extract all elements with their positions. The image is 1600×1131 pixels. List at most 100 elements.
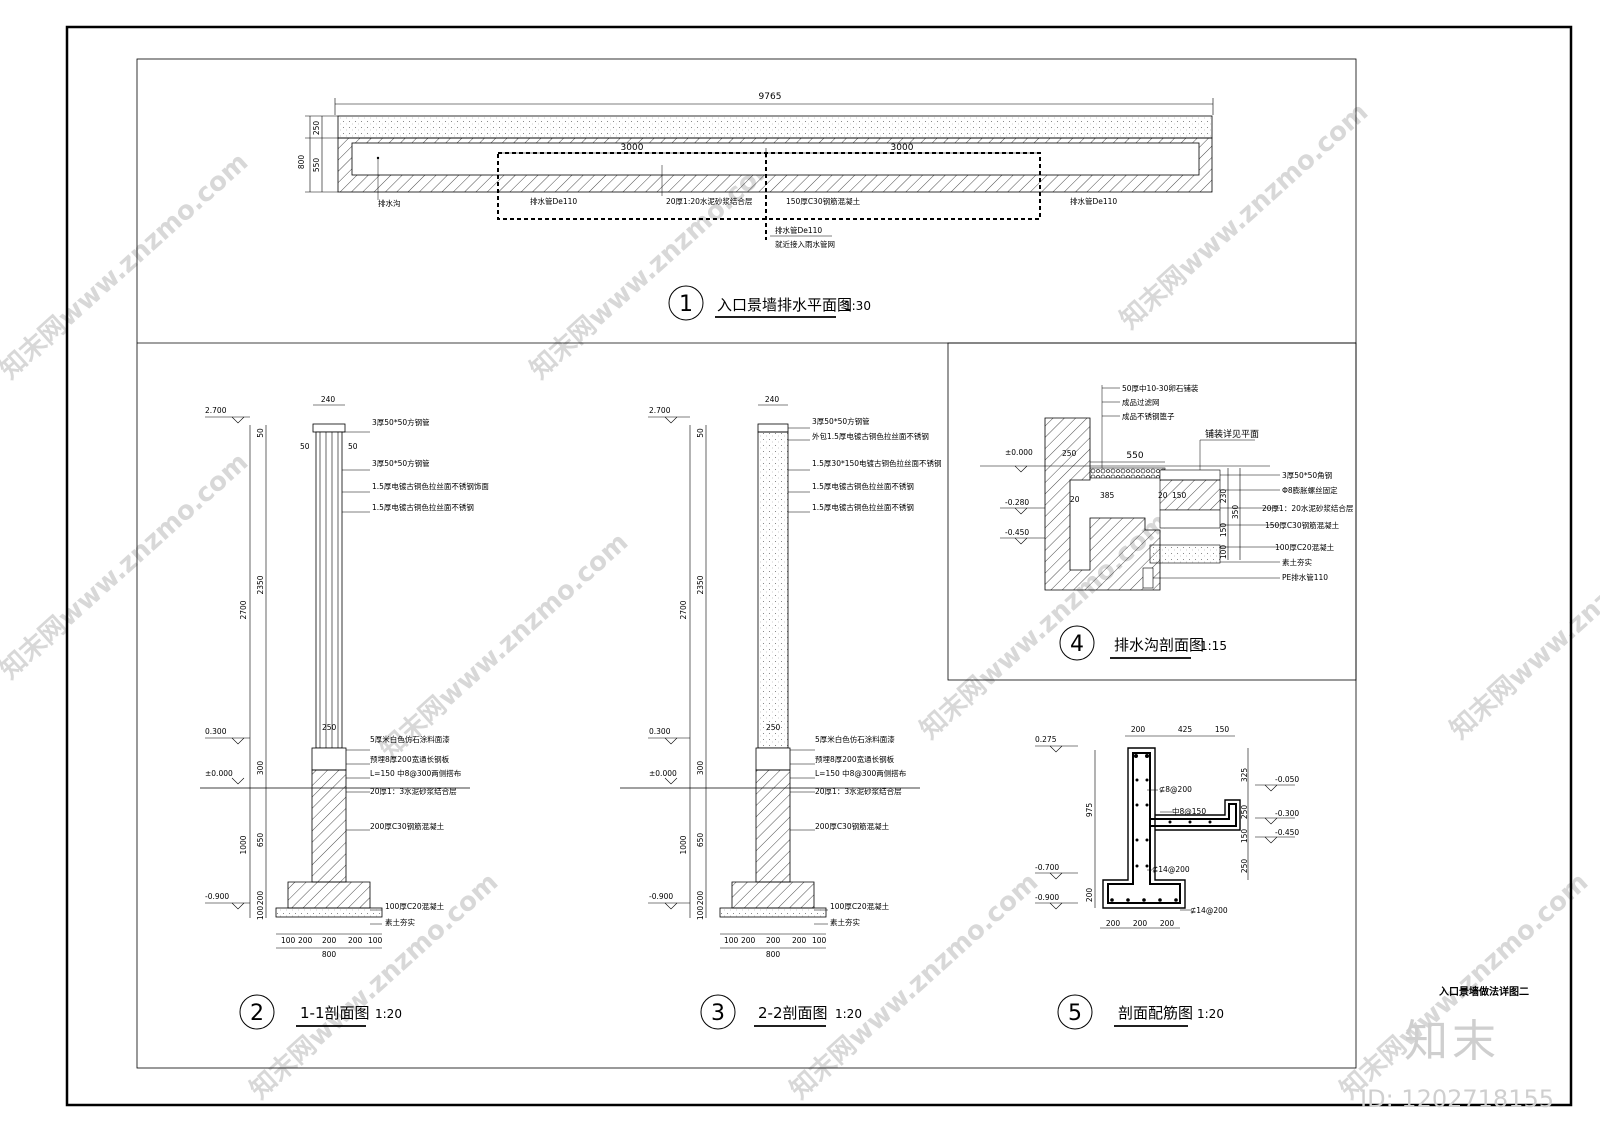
s1-note-11: 素土夯实	[385, 917, 415, 927]
s2-dim-250: 250	[766, 723, 781, 732]
panel-4-frame	[947, 342, 1357, 681]
s1-note-3: 1.5厚电镀古铜色拉丝面不锈钢饰面	[372, 481, 489, 491]
plan-view: 9765 800 250 550 3000 3000 排水沟 排水管De110 …	[297, 92, 1214, 321]
s1-dim-300: 300	[256, 761, 265, 776]
view3-title: 2-2剖面图	[758, 1004, 828, 1022]
s5-elev-d: -0.450	[1275, 828, 1299, 837]
s4-elev-a: -0.280	[1005, 498, 1029, 507]
s2-elev-top: 2.700	[649, 406, 671, 415]
s1-dim-100: 100	[256, 906, 265, 921]
s1-note-5: 5厚米白色仿石涂料面漆	[370, 734, 450, 744]
s2-b100a: 100	[724, 936, 739, 945]
s4-note-8: 150厚C30钢筋混凝土	[1265, 520, 1340, 530]
s5-right-250b: 250	[1240, 859, 1249, 874]
s2-b100b: 100	[812, 936, 827, 945]
watermark-text: 知末网www.znzmo.com	[1445, 507, 1600, 745]
s4-note-5: 3厚50*50角钢	[1282, 470, 1332, 480]
s4-dim-150: 150	[1172, 491, 1187, 500]
watermark-text: 知末网www.znzmo.com	[0, 147, 254, 385]
s4-elev-zero: ±0.000	[1005, 448, 1033, 457]
s2-dim-2700: 2700	[679, 600, 688, 619]
s4-dim-20a: 20	[1070, 495, 1080, 504]
s1-dim-200: 200	[256, 891, 265, 906]
s1-note-10: 100厚C20混凝土	[385, 901, 445, 911]
s5-note-1: ⊈8@200	[1159, 785, 1192, 794]
watermark-text: 知末网www.znzmo.com	[245, 867, 505, 1105]
s2-b800: 800	[766, 950, 781, 959]
s2-note-12: 素土夯实	[830, 917, 860, 927]
plan-dim-3000-b: 3000	[891, 143, 914, 153]
s1-dim-1000: 1000	[239, 835, 248, 854]
s2-dim-50: 50	[696, 428, 705, 438]
s1-elev-bot: -0.900	[205, 892, 229, 901]
s4-dim-385: 385	[1100, 491, 1115, 500]
s2-dim-2350: 2350	[696, 575, 705, 594]
s5-left-200: 200	[1085, 888, 1094, 903]
s1-note-1: 3厚50*50方钢管	[372, 417, 430, 427]
s1-dim-2700: 2700	[239, 600, 248, 619]
s2-dim-200: 200	[696, 891, 705, 906]
s2-note-1: 3厚50*50方钢管	[812, 416, 870, 426]
plan-dim-total: 9765	[759, 92, 782, 102]
plan-label-concrete: 150厚C30钢筋混凝土	[786, 196, 861, 206]
plan-label-pipe1: 排水管De110	[530, 196, 577, 206]
plan-label-pipe3: 排水管De110	[775, 225, 822, 235]
view3-scale: 1:20	[835, 1007, 862, 1021]
section-2-2: 2.700 0.300 ±0.000 -0.900 2700 2350 50 3…	[620, 395, 942, 1030]
s1-elev-mid: 0.300	[205, 727, 227, 736]
s2-note-9: 20厚1：3水泥砂浆结合层	[815, 786, 902, 796]
s2-note-4: 1.5厚电镀古铜色拉丝面不锈钢	[812, 481, 914, 491]
s4-note-6: Φ8膨胀螺丝固定	[1282, 485, 1338, 495]
s2-note-6: 5厚米白色仿石涂料面漆	[815, 734, 895, 744]
s1-dim-650: 650	[256, 833, 265, 848]
section-drain-trench: ±0.000 -0.280 -0.450 250 550 385 20 20 1…	[980, 383, 1354, 661]
s5-bot-200b: 200	[1133, 919, 1148, 928]
s4-note-4: 铺装详见平面	[1205, 428, 1259, 440]
s2-b200b: 200	[766, 936, 781, 945]
s5-note-3: ⊈14@200	[1152, 865, 1190, 874]
s1-elev-zero: ±0.000	[205, 769, 233, 778]
s1-elev-top: 2.700	[205, 406, 227, 415]
s4-dim-550: 550	[1126, 451, 1143, 461]
plan-label-pipe2: 排水管De110	[1070, 196, 1117, 206]
s1-note-6: 预埋8厚200宽通长钢板	[370, 754, 450, 764]
view5-scale: 1:20	[1197, 1007, 1224, 1021]
s2-dim-100: 100	[696, 906, 705, 921]
s1-note-7: L=150 中8@300两侧搭布	[370, 768, 462, 778]
s4-note-1: 50厚中10-30卵石铺装	[1122, 383, 1199, 393]
s1-dim-2350: 2350	[256, 575, 265, 594]
view2-number: 2	[250, 1001, 264, 1026]
plan-dim-550: 550	[312, 158, 321, 173]
s4-dim-150b: 150	[1219, 523, 1228, 538]
s2-note-10: 200厚C30钢筋混凝土	[815, 821, 890, 831]
plan-label-mortar: 20厚1:20水泥砂浆结合层	[666, 196, 753, 206]
s4-note-10: 素土夯实	[1282, 557, 1312, 567]
s5-elev-b: -0.050	[1275, 775, 1299, 784]
watermark-text: 知末网www.znzmo.com	[785, 867, 1045, 1105]
view1-scale: 1:30	[844, 299, 871, 313]
s4-dim-100: 100	[1219, 545, 1228, 560]
plan-label-connect: 就近接入雨水管网	[775, 239, 835, 249]
s1-b100b: 100	[368, 936, 383, 945]
id-label: ID: 1202718155	[1360, 1085, 1554, 1113]
s1-dim-240: 240	[321, 395, 336, 404]
view2-title: 1-1剖面图	[300, 1004, 370, 1022]
plan-dim-3000-a: 3000	[621, 143, 644, 153]
s2-b200c: 200	[792, 936, 807, 945]
s2-elev-bot: -0.900	[649, 892, 673, 901]
s2-dim-240: 240	[765, 395, 780, 404]
s5-bot-200a: 200	[1106, 919, 1121, 928]
s1-b800: 800	[322, 950, 337, 959]
s1-dim-50a: 50	[300, 442, 310, 451]
s4-note-7: 20厚1：20水泥砂浆结合层	[1262, 503, 1354, 513]
s1-b200b: 200	[322, 936, 337, 945]
view1-title: 入口景墙排水平面图	[717, 296, 852, 314]
s1-dim-50: 50	[256, 428, 265, 438]
plan-label-trench: 排水沟	[378, 198, 401, 208]
s5-elev-e: -0.700	[1035, 863, 1059, 872]
view1-number: 1	[679, 292, 693, 317]
s1-dim-250: 250	[322, 723, 337, 732]
s1-b200a: 200	[298, 936, 313, 945]
s1-dim-50d: 50	[348, 442, 358, 451]
s5-note-4: ⊈14@200	[1190, 906, 1228, 915]
